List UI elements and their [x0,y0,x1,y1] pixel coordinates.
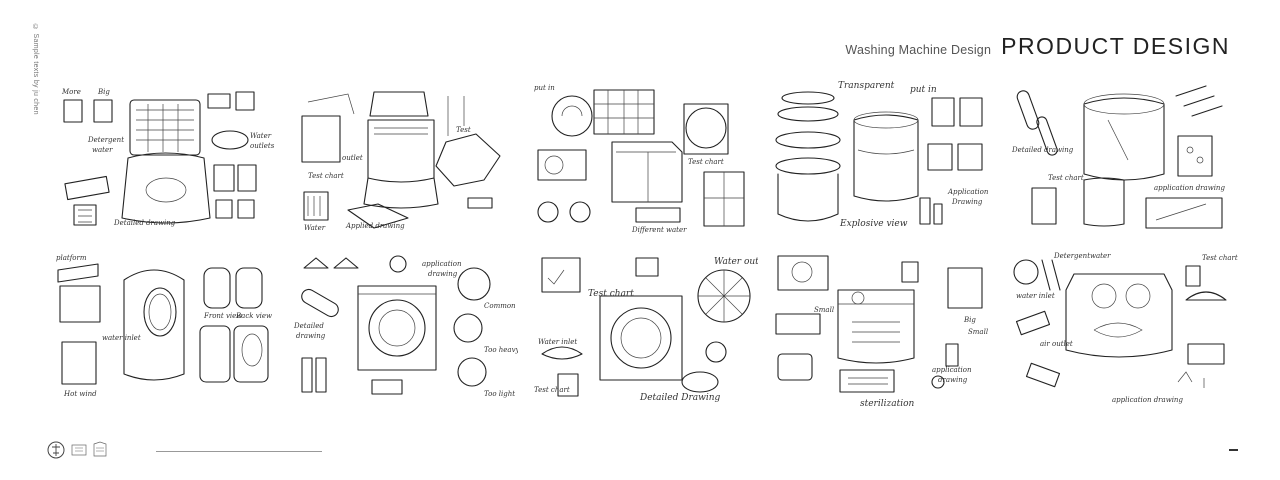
sketch-label: drawing [938,376,968,384]
sketch-label: Water [250,132,272,140]
sketch-label: drawing [296,332,326,340]
sketch-label: application [932,366,972,374]
sketch-label: application drawing [1154,184,1225,192]
copyright-note: © Sample texts by ju chen [32,24,39,115]
sketch-label: Small [968,328,988,336]
sketch-label: Water outlet [714,257,758,267]
sketch-label: Water inlet [538,338,577,346]
sketch-label: Front view [203,312,242,320]
sketch-panel-9: Small Big Small application drawing ster… [768,250,998,410]
sketch-label: water inlet [102,334,141,342]
sketch-label: Detailed drawing [1011,146,1074,154]
sketch-label: Test chart [588,289,634,299]
brand-logo-icon [47,441,107,459]
sketch-label: Applied drawing [345,222,405,230]
footer-divider [156,451,322,452]
footer [46,438,322,462]
sketch-panel-3: put in Test chart Different water [528,80,758,240]
sketch-panel-5: Detailed drawing Test chart application … [1008,80,1238,240]
sketch-label: Detergent [1053,252,1090,260]
sketch-label: application drawing [1112,396,1183,404]
sketch-label: Test chart [1048,174,1084,182]
sketch-label: Test chart [308,172,344,180]
page-title: PRODUCT DESIGN [1001,33,1230,59]
sketch-label: Detailed drawing [113,219,176,227]
sketch-label: Transparent [838,81,895,91]
sketch-label: platform [56,254,87,262]
sketch-label: More [61,88,81,96]
sketch-label: application [422,260,462,268]
sketch-label: Common [484,302,516,310]
sketch-grid: More Big Detergent water Water outlets D… [48,80,1240,410]
sketch-label: put in [910,85,937,95]
sketch-label: sterilization [860,399,915,409]
page-subtitle: Washing Machine Design [845,43,992,57]
sketch-label: drawing [428,270,458,278]
sketch-panel-10: Detergent water water inlet Test chart a… [1008,250,1238,410]
sketch-label: outlet [342,154,363,162]
page-indicator [1229,449,1238,451]
sketch-label: Test [456,126,471,134]
sketch-label: Big [963,316,976,324]
sketch-label: water [1090,252,1111,260]
page-header: Washing Machine Design PRODUCT DESIGN [845,33,1230,60]
sketch-label: Detailed [293,322,324,330]
sketch-label: Drawing [951,198,983,206]
sketch-label: Too light [484,390,515,398]
sketch-panel-8: Test chart Water outlet Water inlet Test… [528,250,758,410]
sketch-label: Different water [631,226,687,234]
sketch-label: Too heavy [484,346,518,354]
sketch-label: Detailed Drawing [639,393,720,403]
sketch-label: Explosive view [839,219,908,229]
sketch-label: Big [97,88,110,96]
sketch-panel-7: application drawing Detailed drawing Com… [288,250,518,410]
sketch-label: Back view [235,312,272,320]
sketch-panel-4: Transparent put in Explosive view Applic… [768,80,998,240]
sketch-label: put in [534,84,555,92]
sketch-label: Test chart [1202,254,1238,262]
sketch-label: Application [947,188,989,196]
sketch-panel-6: platform water inlet Front view Back vie… [48,250,278,410]
sketch-label: air outlet [1040,340,1073,348]
sketch-label: water [92,146,113,154]
sketch-panel-2: Test chart outlet Test Water Applied dra… [288,80,518,240]
sketch-label: water inlet [1016,292,1055,300]
sketch-label: Hot wind [63,390,97,398]
sketch-label: Test chart [688,158,724,166]
sketch-panel-1: More Big Detergent water Water outlets D… [48,80,278,240]
sketch-label: Small [814,306,834,314]
sketch-label: Water [304,224,326,232]
sketch-label: outlets [250,142,275,150]
sketch-label: Test chart [534,386,570,394]
sketch-label: Detergent [87,136,124,144]
